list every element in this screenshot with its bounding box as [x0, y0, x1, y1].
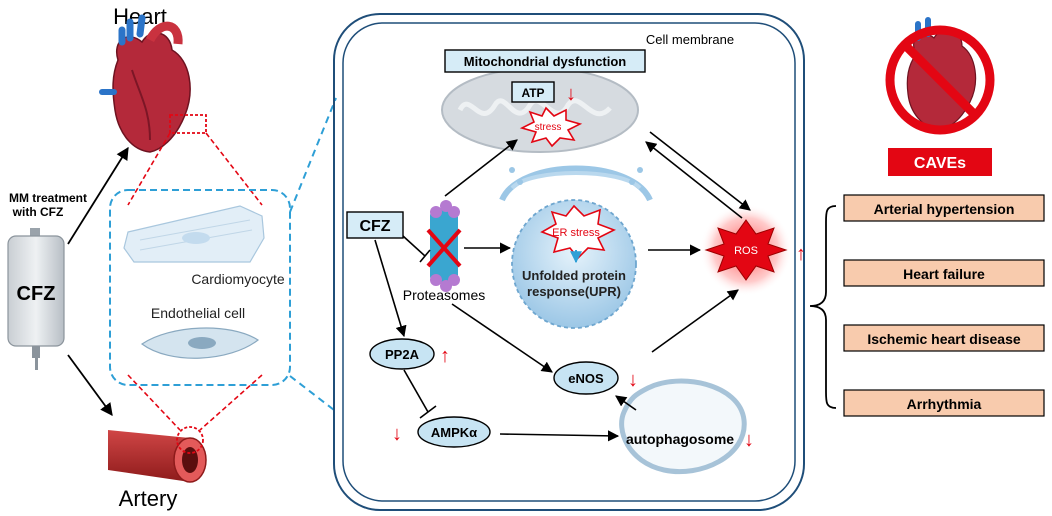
autophagosome-to-enos-arrow: [615, 395, 637, 411]
stress-burst-icon: [519, 106, 583, 148]
cardiomyocyte-icon: [123, 205, 265, 263]
enos-node: [553, 361, 619, 395]
ros-burst-icon: [704, 219, 788, 281]
stress-label: stress: [535, 122, 562, 133]
endothelial-cell-icon: [140, 327, 260, 359]
ampk-down-arrow: ↓: [392, 423, 402, 445]
outcome-item-heart-failure: Heart failure: [843, 259, 1045, 287]
atp-down-arrow: ↓: [566, 83, 576, 105]
cell-membrane-label: Cell membrane: [646, 32, 734, 47]
atp-label: ATP: [521, 86, 544, 100]
proteasomes-label: Proteasomes: [403, 287, 485, 303]
iv-bag-icon: [7, 228, 65, 370]
outcomes-brace: [809, 205, 837, 409]
mito-label: Mitochondrial dysfunction: [464, 54, 627, 69]
svg-text:Arterial hypertension: Arterial hypertension: [874, 201, 1015, 217]
bag-to-artery-arrow: [67, 354, 113, 417]
cfz-box: [346, 211, 404, 239]
svg-text:Heart failure: Heart failure: [903, 266, 985, 282]
mm-treatment-line2: with CFZ: [12, 205, 64, 219]
autophagosome-label: autophagosome: [626, 431, 734, 447]
atp-box: [511, 81, 555, 103]
outcome-item-ischemic: Ischemic heart disease: [843, 324, 1045, 352]
cell-zoom-box: [109, 189, 291, 386]
er-stress-label: ER stress: [552, 227, 600, 239]
caves-label: CAVEs: [914, 155, 966, 172]
proteasome-icon: [426, 200, 462, 292]
mm-treatment-line1: MM treatment: [9, 191, 87, 205]
endothelial-label: Endothelial cell: [151, 305, 245, 321]
upr-label-line1: Unfolded protein: [522, 268, 626, 283]
pp2a-node: [369, 338, 435, 370]
svg-text:Ischemic heart disease: Ischemic heart disease: [867, 331, 1021, 347]
artery-icon: [108, 426, 207, 483]
ros-label: ROS: [734, 245, 758, 257]
mito-label-box: [444, 49, 646, 73]
cell-membrane-outer: [333, 13, 805, 511]
cfz-to-pp2a-arrow: [374, 239, 407, 338]
ros-up-arrow: ↑: [796, 243, 806, 265]
enos-down-arrow: ↓: [628, 369, 638, 391]
ampk-node: [417, 416, 491, 448]
enos-label: eNOS: [568, 371, 604, 386]
no-heart-icon: [885, 17, 995, 135]
outcome-item-arrhythmia: Arrhythmia: [843, 389, 1045, 417]
caves-box: [888, 148, 992, 176]
cell-membrane-inner: [342, 22, 796, 502]
ampk-to-autophagosome-arrow: [499, 430, 620, 442]
bag-to-heart-arrow: [67, 146, 129, 245]
autophagosome-down-arrow: ↓: [744, 429, 754, 451]
stress-to-ros-arrow: [649, 131, 751, 211]
outcome-item-hypertension: Arterial hypertension: [843, 194, 1045, 222]
upr-label-line2: response(UPR): [527, 284, 621, 299]
enos-to-ros-arrow: [651, 289, 739, 353]
heart-icon: [99, 14, 207, 153]
artery-title: Artery: [119, 486, 178, 511]
proteasome-to-stress-arrow: [444, 139, 518, 197]
pp2a-up-arrow: ↑: [440, 345, 450, 367]
ros-to-mito-arrow: [645, 141, 743, 219]
pp2a-label: PP2A: [385, 347, 420, 362]
cfz-label: CFZ: [359, 218, 390, 235]
svg-text:Arrhythmia: Arrhythmia: [907, 396, 982, 412]
ampk-label: AMPKα: [431, 425, 477, 440]
proteasome-to-enos-arrow: [451, 303, 553, 373]
autophagosome-icon: [619, 378, 747, 475]
bag-cfz-label: CFZ: [17, 283, 56, 305]
cardiomyocyte-label: Cardiomyocyte: [191, 271, 285, 287]
